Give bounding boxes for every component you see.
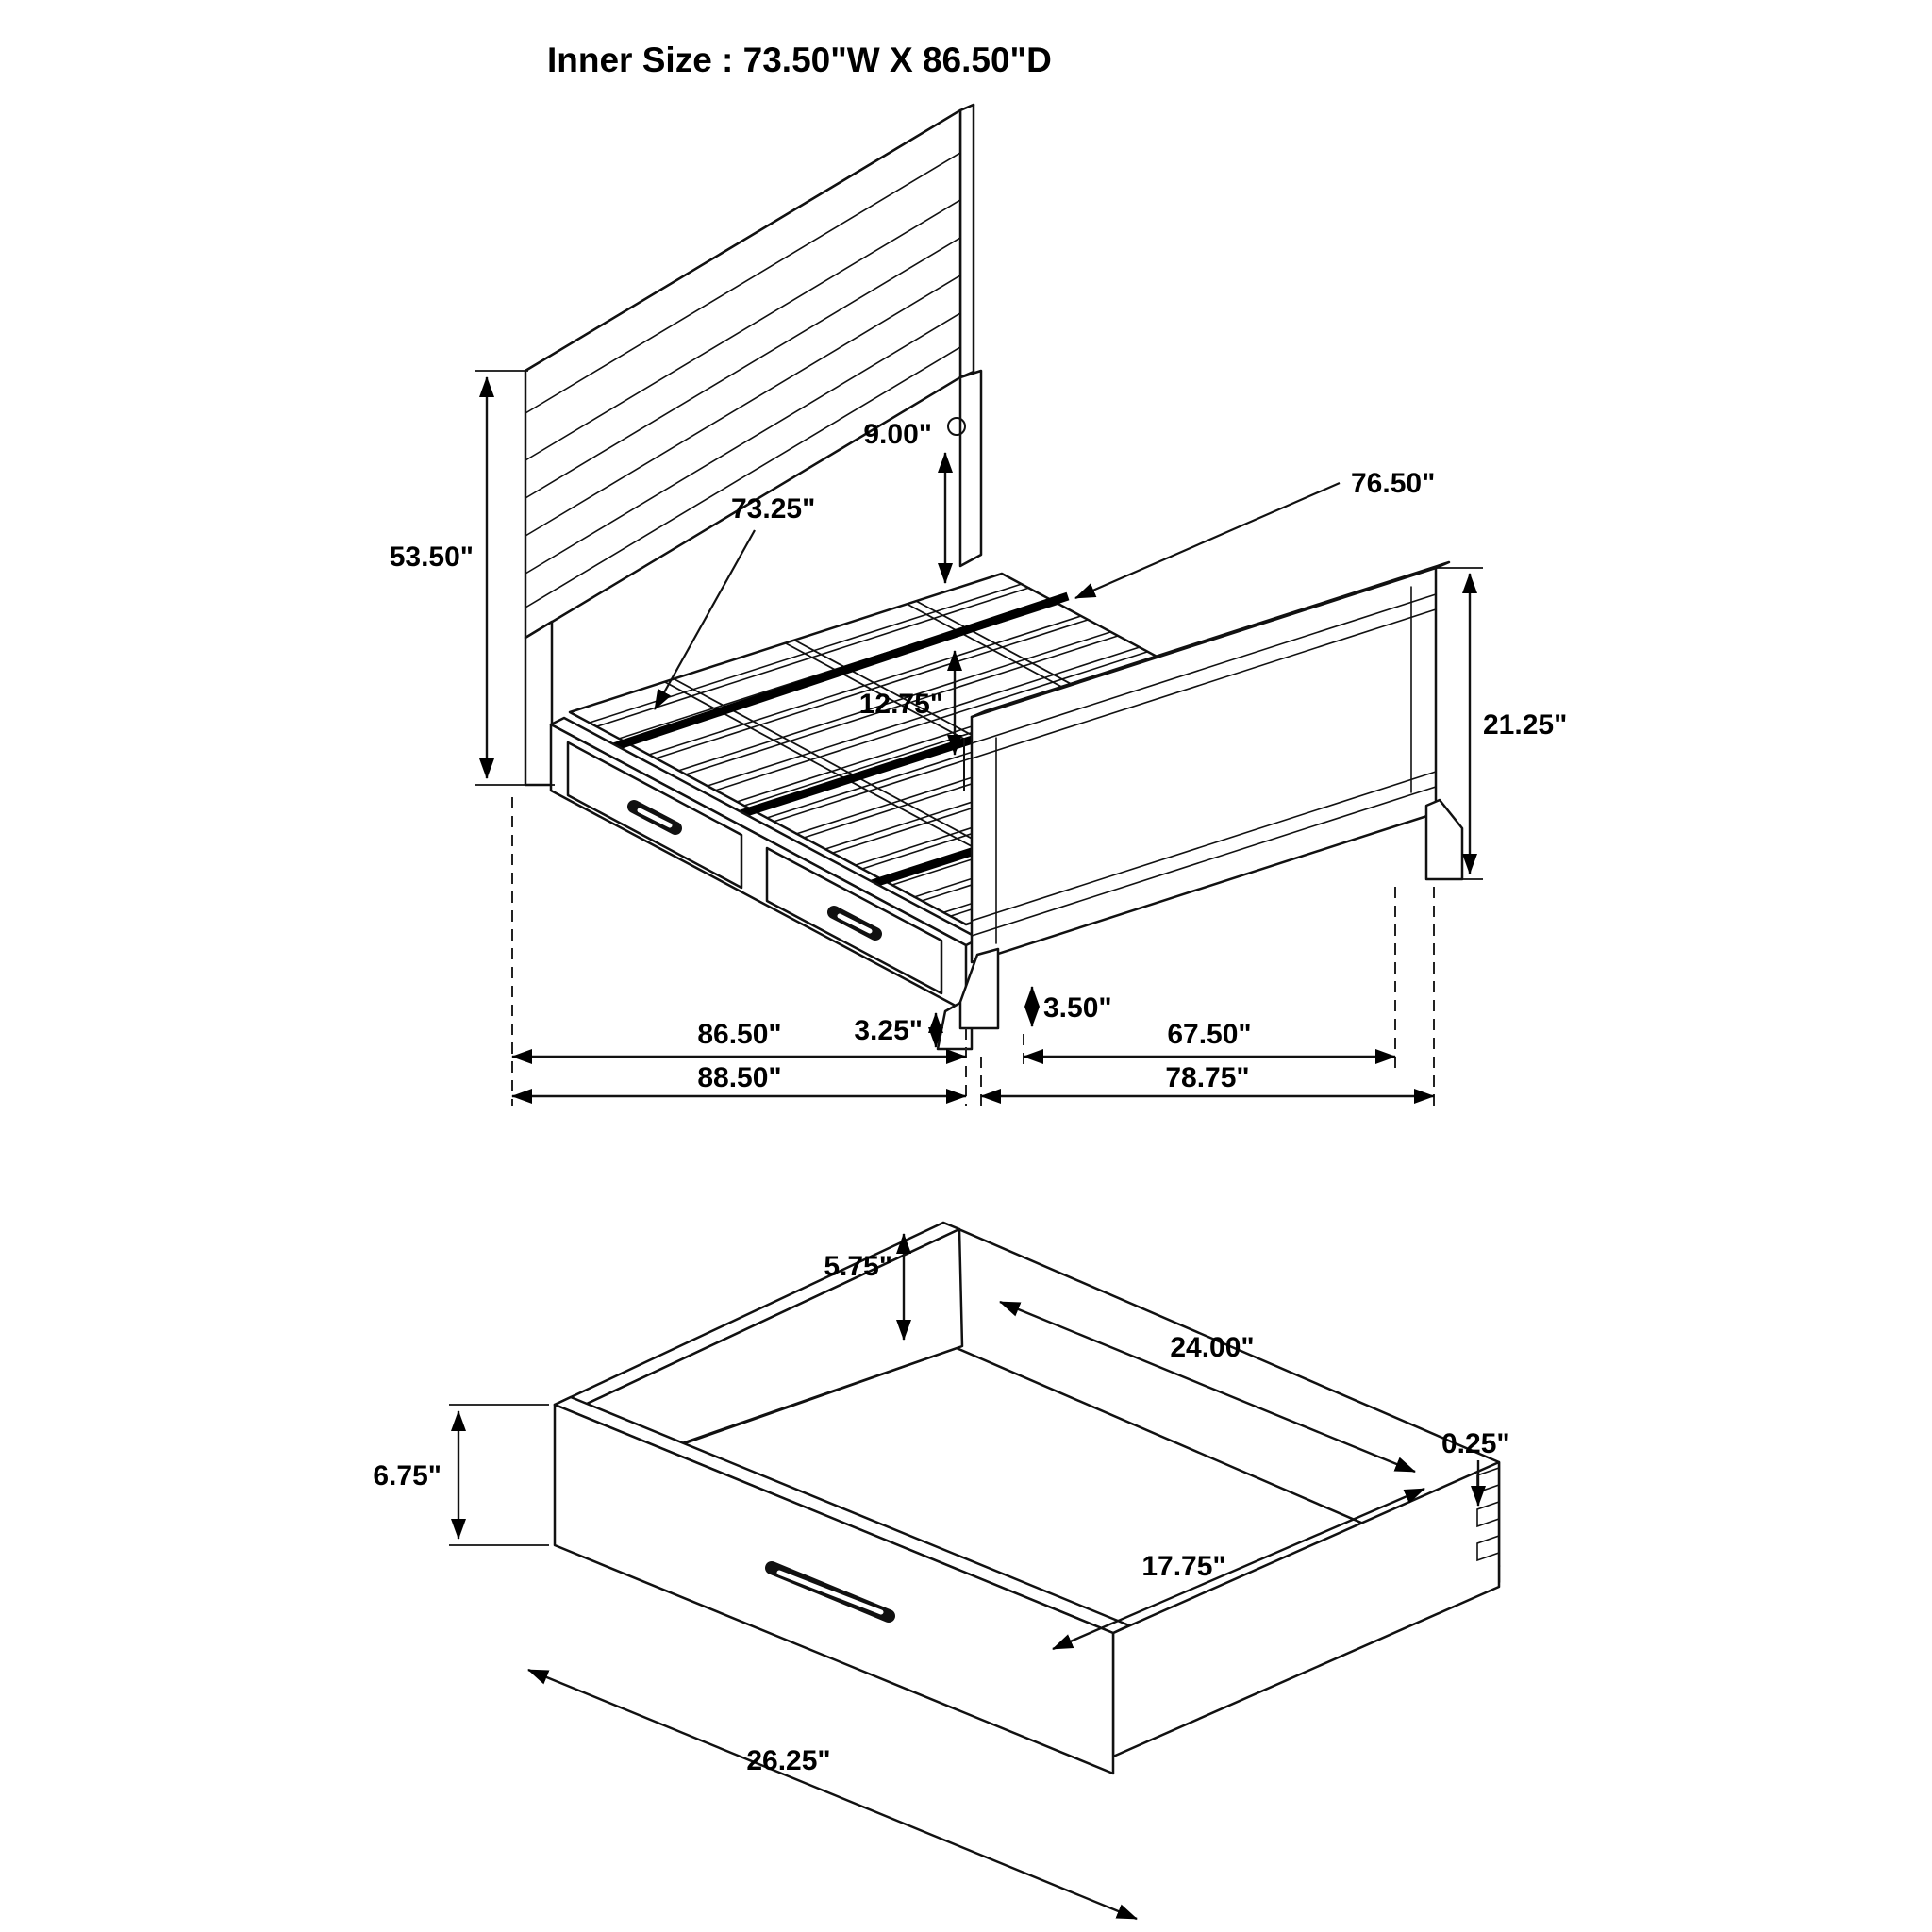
dim-label-slat-length: 73.25" — [731, 493, 815, 525]
dim-foot-leg: 3.50" — [1024, 986, 1112, 1027]
dim-slat-length: 73.25" — [654, 493, 815, 710]
headboard-slats — [525, 152, 961, 608]
dim-headboard-height: 53.50" — [390, 370, 555, 786]
dim-inner-depth: 17.75" — [1052, 1487, 1425, 1651]
footboard-frame-lines — [971, 586, 1437, 944]
dim-label-back-height: 5.75" — [824, 1251, 892, 1282]
drawer-box — [553, 1221, 1501, 1775]
dim-front-height: 6.75" — [373, 1404, 549, 1546]
dim-width-overall: 78.75" — [980, 1062, 1435, 1104]
dim-label-foot-leg: 3.50" — [1043, 992, 1112, 1024]
footboard-near-foot — [958, 947, 1000, 1030]
dim-length-overall: 88.50" — [511, 1062, 967, 1104]
headboard-side-edge — [958, 103, 975, 379]
dim-deck-height: 12.75" — [859, 650, 962, 756]
dim-label-footboard-height: 21.25" — [1483, 709, 1567, 741]
dim-label-inner-depth: 17.75" — [1141, 1551, 1225, 1582]
dim-inner-width: 24.00" — [999, 1300, 1416, 1474]
bracket-detail — [947, 417, 966, 436]
dim-front-width: 26.25" — [527, 1668, 1138, 1921]
dim-label-rail-length: 76.50" — [1351, 468, 1435, 499]
page-title: Inner Size : 73.50"W X 86.50"D — [547, 41, 1052, 79]
dim-label-inner-width: 24.00" — [1170, 1332, 1254, 1363]
dim-label-headboard-height: 53.50" — [390, 541, 474, 573]
dim-footboard-height: 21.25" — [1436, 567, 1567, 880]
dim-corner-leg: 3.25" — [854, 1012, 943, 1048]
dim-rail-length: 76.50" — [1074, 468, 1435, 600]
footboard — [958, 560, 1464, 1030]
drawer-handle-1-core — [637, 808, 673, 828]
dim-label-front-width: 26.25" — [746, 1745, 830, 1776]
dim-label-headboard-gap: 9.00" — [863, 419, 932, 450]
dim-back-height: 5.75" — [824, 1233, 911, 1341]
dim-label-side-thickness: 0.25" — [1441, 1428, 1510, 1459]
dim-label-length-overall: 88.50" — [697, 1062, 781, 1093]
dim-label-width-overall: 78.75" — [1165, 1062, 1249, 1093]
headboard — [524, 103, 983, 787]
dim-label-length-inner: 86.50" — [697, 1019, 781, 1050]
dim-side-thickness: 0.25" — [1441, 1428, 1510, 1507]
drawer-dimensions: 6.75" 5.75" 24.00" 0.25" 17.75" 26.25" — [373, 1233, 1510, 1921]
headboard-far-leg — [958, 369, 983, 568]
dim-label-width-inner: 67.50" — [1167, 1019, 1251, 1050]
bed-dimensions: 53.50" 9.00" 76.50" 73.25" 21.25" — [390, 370, 1567, 1106]
dim-label-deck-height: 12.75" — [859, 689, 943, 720]
headboard-near-leg — [524, 620, 554, 787]
drawer-diagram: 6.75" 5.75" 24.00" 0.25" 17.75" 26.25" — [373, 1221, 1510, 1921]
side-rail-with-drawers — [549, 716, 981, 1051]
drawer-handle-core — [776, 1570, 884, 1615]
drawer-handle-2-core — [837, 913, 873, 934]
bed-diagram: 53.50" 9.00" 76.50" 73.25" 21.25" — [390, 103, 1567, 1106]
footboard-far-foot — [1424, 798, 1464, 881]
dim-width-inner: 67.50" — [1023, 1019, 1396, 1064]
dim-length-inner: 86.50" — [511, 1019, 967, 1064]
dim-label-front-height: 6.75" — [373, 1460, 441, 1491]
dim-label-corner-leg: 3.25" — [854, 1015, 923, 1046]
dim-headboard-gap: 9.00" — [863, 417, 966, 584]
